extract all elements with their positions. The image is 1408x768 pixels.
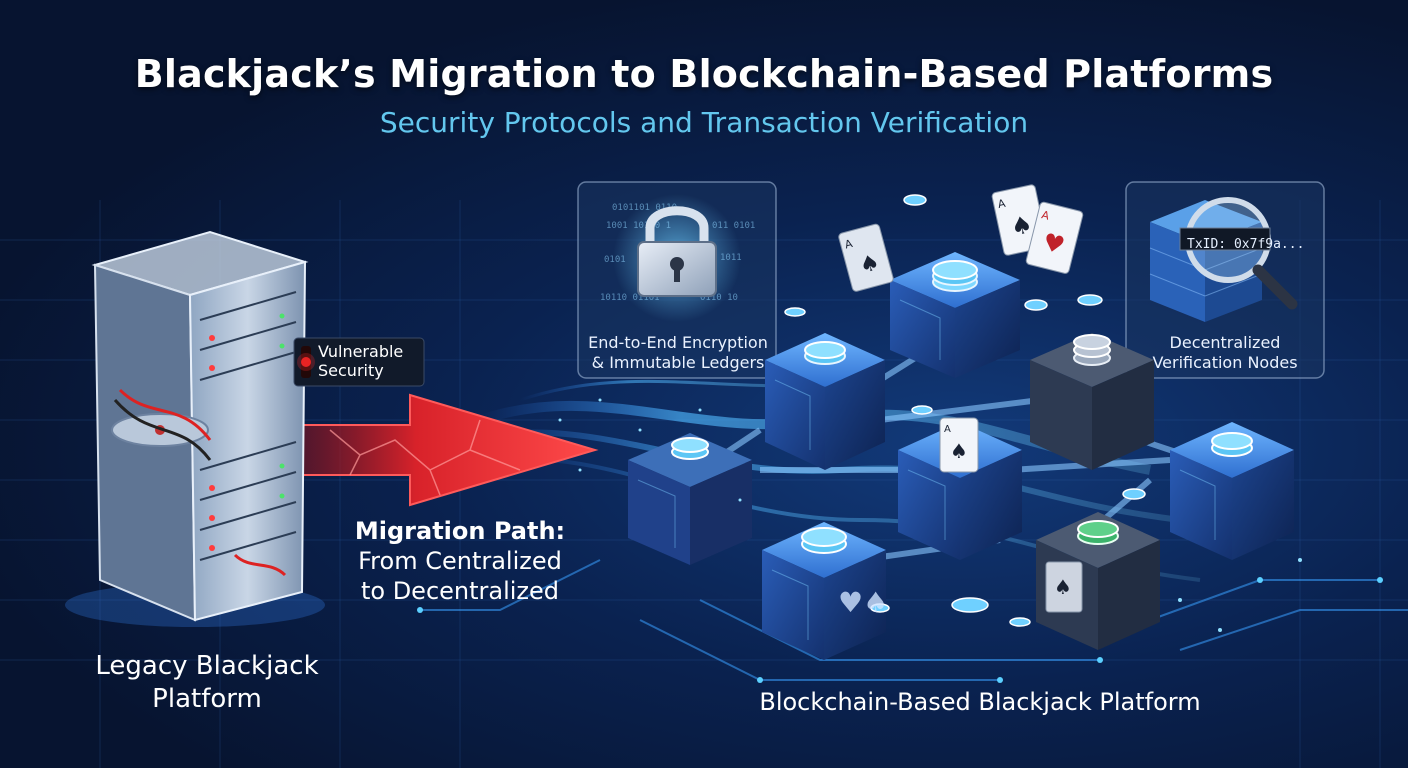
vulnerable-alert (293, 337, 425, 387)
migration-line2: From Centralized (358, 547, 562, 575)
svg-text:1011: 1011 (720, 253, 742, 263)
page-title: Blackjack’s Migration to Blockchain-Base… (134, 52, 1274, 96)
chip-stack (1077, 520, 1119, 545)
blockchain-cubes (628, 252, 1294, 660)
svg-text:1001 10110 1: 1001 10110 1 (606, 221, 671, 231)
playing-cards: A ♠ A ♠ A ♥ A ♠ ♥♠ ♠ (838, 184, 1084, 619)
encryption-line1: End-to-End Encryption (588, 333, 768, 352)
svg-text:10110 01101: 10110 01101 (600, 293, 660, 303)
encryption-panel: 0101101 0110 1001 10110 1 10110 01101 0110… (577, 181, 777, 379)
card-ace-spades: A ♠ (838, 223, 894, 292)
svg-text:♥♠: ♥♠ (838, 586, 888, 619)
svg-text:A: A (944, 424, 951, 435)
blockchain-platform-label: Blockchain-Based Blackjack Platform (759, 688, 1201, 716)
block-cube (1170, 422, 1294, 560)
vulnerable-line1: Vulnerable (318, 342, 404, 361)
svg-text:A: A (843, 237, 854, 252)
verification-line1: Decentralized (1169, 333, 1281, 352)
page-subtitle: Security Protocols and Transaction Verif… (379, 106, 1029, 139)
svg-text:♠: ♠ (950, 439, 968, 463)
migration-line3: to Decentralized (360, 577, 560, 605)
sparkle-dots (558, 398, 1302, 632)
svg-text:A: A (1040, 208, 1051, 223)
chip-stack (1073, 334, 1111, 366)
vulnerable-line2: Security (318, 361, 384, 380)
block-cube (628, 433, 752, 565)
chip-stack (804, 341, 846, 365)
chip-stack (671, 437, 709, 460)
svg-text:A: A (997, 197, 1008, 211)
svg-text:0101: 0101 (604, 255, 626, 265)
encryption-panel-label: End-to-End Encryption & Immutable Ledger… (580, 333, 776, 373)
chip-stack (1211, 432, 1253, 457)
svg-text:0101101 0110: 0101101 0110 (612, 203, 677, 213)
legacy-line2: Platform (152, 684, 262, 714)
migration-path-label: Migration Path: From Centralized to Dece… (300, 516, 620, 606)
legacy-platform-label: Legacy Blackjack Platform (52, 650, 362, 716)
verification-panel (1125, 181, 1325, 379)
circuit-nodes (417, 577, 1383, 683)
chip-stack (932, 260, 978, 292)
vulnerable-security-label: Vulnerable Security (318, 342, 403, 380)
chip-stack (801, 527, 847, 554)
encryption-line2: & Immutable Ledgers (591, 353, 765, 372)
svg-text:0110 10: 0110 10 (700, 293, 738, 303)
transaction-id: TxID: 0x7f9a... (1187, 237, 1305, 252)
migration-line1: Migration Path: (354, 517, 566, 545)
legacy-server-rack (65, 230, 325, 627)
block-cube (890, 252, 1020, 378)
svg-text:♠: ♠ (1054, 575, 1072, 599)
block-cube (762, 522, 886, 660)
card-ace-hearts: A ♥ (1025, 201, 1084, 274)
verification-line2: Verification Nodes (1152, 353, 1298, 372)
card-on-cube: ♠ (1045, 561, 1083, 613)
legacy-line1: Legacy Blackjack (95, 651, 319, 681)
verification-panel-label: Decentralized Verification Nodes (1128, 333, 1322, 373)
card-ace-spades: A ♠ (939, 417, 979, 473)
poker-chips (671, 194, 1253, 627)
svg-text:011 0101: 011 0101 (712, 221, 755, 231)
